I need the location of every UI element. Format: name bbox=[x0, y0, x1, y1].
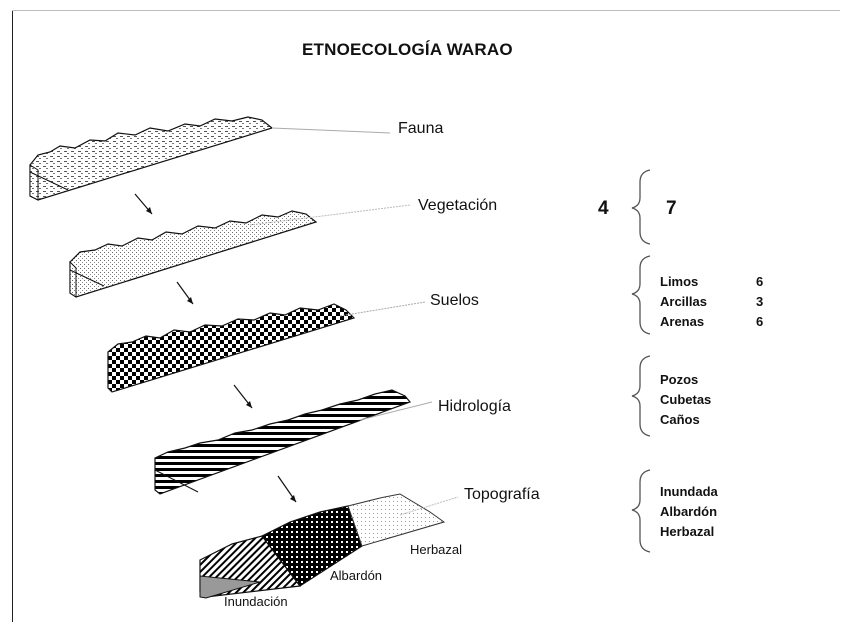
zone-herbazal: Herbazal bbox=[410, 542, 462, 557]
hydrology-layer bbox=[155, 390, 432, 494]
arrow-hydrology-to-topography bbox=[278, 476, 296, 502]
brace-soils bbox=[632, 256, 650, 334]
topography-item: Albardón bbox=[660, 502, 718, 522]
brace-vegetation bbox=[632, 170, 650, 244]
label-topografia: Topografía bbox=[464, 486, 540, 504]
arrow-fauna-to-vegetation bbox=[135, 194, 152, 214]
soils-layer bbox=[108, 302, 425, 392]
arrow-vegetation-to-soils bbox=[177, 282, 193, 304]
topography-item: Inundada bbox=[660, 482, 718, 502]
vegetation-layer bbox=[70, 205, 410, 297]
hydrology-item: Caños bbox=[660, 410, 711, 430]
arrow-soils-to-hydrology bbox=[234, 385, 252, 408]
hydrology-item: Cubetas bbox=[660, 390, 711, 410]
braces bbox=[632, 170, 650, 552]
label-suelos: Suelos bbox=[430, 292, 479, 310]
hydrology-list: Pozos Cubetas Caños bbox=[660, 370, 711, 430]
vegetation-count-right: 7 bbox=[666, 198, 677, 220]
label-fauna: Fauna bbox=[398, 120, 443, 138]
topography-list: Inundada Albardón Herbazal bbox=[660, 482, 718, 542]
zone-inundacion: Inundación bbox=[224, 594, 288, 609]
label-hidrologia: Hidrología bbox=[438, 398, 511, 416]
zone-albardon: Albardón bbox=[330, 568, 382, 583]
label-vegetacion: Vegetación bbox=[418, 197, 497, 215]
page-title: ETNOECOLOGÍA WARAO bbox=[302, 40, 513, 60]
topography-item: Herbazal bbox=[660, 522, 718, 542]
hydrology-item: Pozos bbox=[660, 370, 711, 390]
vegetation-count-left: 4 bbox=[598, 198, 609, 220]
fauna-layer bbox=[30, 117, 390, 200]
brace-hydrology bbox=[632, 356, 650, 436]
brace-topography bbox=[632, 470, 650, 552]
